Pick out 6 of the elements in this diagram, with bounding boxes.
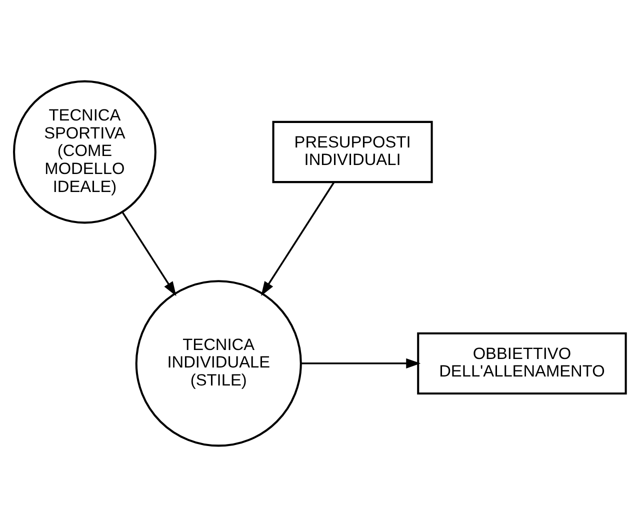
arrow (122, 211, 176, 296)
node-box: OBBIETTIVO DELL'ALLENAMENTO (417, 332, 627, 394)
node-box: PRESUPPOSTI INDIVIDUALI (272, 120, 433, 183)
arrow (300, 358, 421, 368)
node-circle: TECNICA SPORTIVA (COME MODELLO IDEALE) (13, 80, 156, 224)
arrow (261, 181, 335, 296)
